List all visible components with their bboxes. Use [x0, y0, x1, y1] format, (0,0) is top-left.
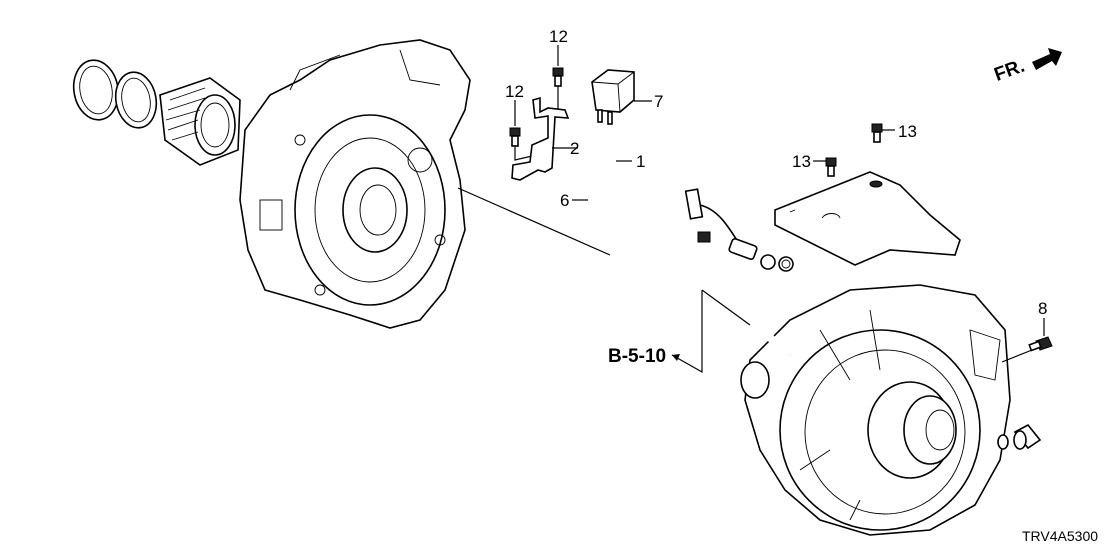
reference-b-5-10[interactable]: B-5-10: [608, 346, 666, 367]
cover-plate-icon[interactable]: [774, 171, 961, 266]
o-ring-icon[interactable]: [69, 57, 123, 124]
sensor-icon[interactable]: [684, 188, 794, 272]
callout-8: 8: [1038, 299, 1047, 318]
callout-7: 7: [654, 92, 663, 111]
bolt-icon[interactable]: [825, 157, 837, 177]
drain-plug-icon[interactable]: [997, 423, 1042, 450]
bolt-icon[interactable]: [552, 67, 564, 87]
bolt-icon[interactable]: [1028, 336, 1053, 352]
callout-2: 2: [570, 139, 579, 158]
solenoid-valve-icon[interactable]: [591, 69, 635, 125]
callout-6: 6: [560, 191, 569, 210]
fr-label: FR.: [992, 56, 1028, 86]
bracket-icon[interactable]: [511, 96, 570, 181]
motor-housing-icon[interactable]: [740, 284, 1011, 536]
callout-12: 12: [549, 27, 568, 46]
front-direction-indicator: FR.: [992, 48, 1062, 86]
callout-13: 13: [898, 122, 917, 141]
diagram-code: TRV4A5300: [1022, 528, 1098, 544]
bolt-icon[interactable]: [871, 123, 883, 143]
transmission-case-icon[interactable]: [239, 39, 471, 329]
bolt-icon[interactable]: [509, 127, 521, 147]
callout-12: 12: [505, 82, 524, 101]
o-ring-icon[interactable]: [111, 69, 160, 131]
arrow-icon: [1032, 48, 1062, 70]
callout-13: 13: [792, 152, 811, 171]
hose-icon[interactable]: [587, 154, 627, 260]
gear-icon[interactable]: [159, 77, 241, 166]
callout-1: 1: [636, 152, 645, 171]
